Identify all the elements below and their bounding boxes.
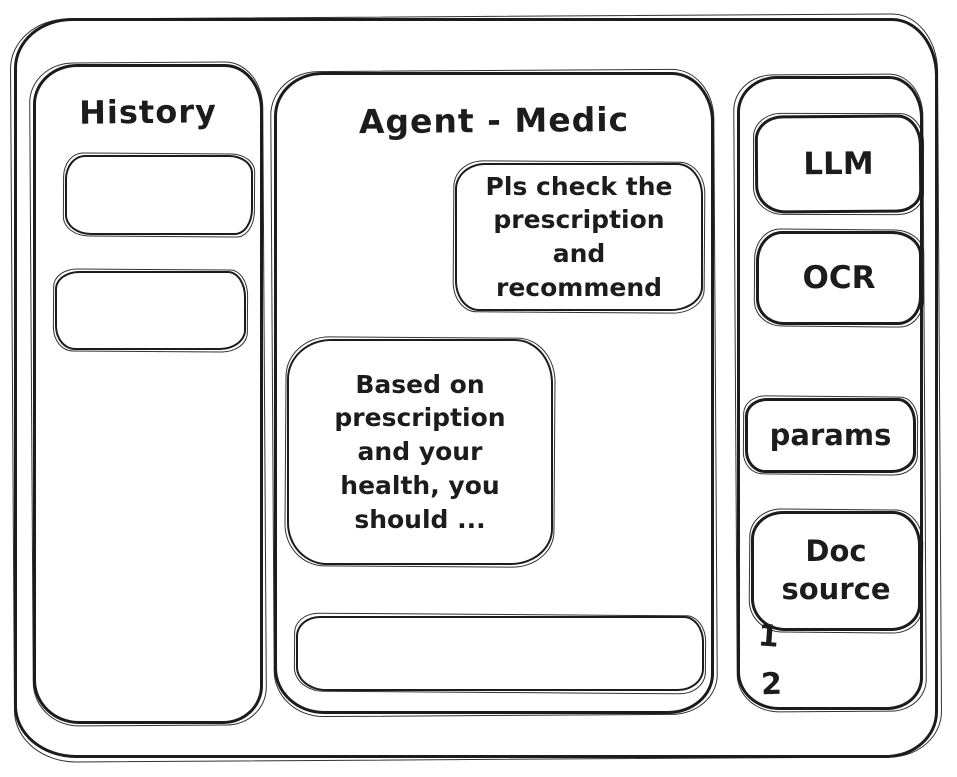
assistant-message-bubble: Based on prescription and your health, y…	[287, 339, 553, 565]
ocr-button[interactable]: OCR	[756, 231, 922, 325]
chat-title: Agent - Medic	[358, 99, 630, 142]
doc-source-item-2[interactable]: 2	[760, 666, 783, 703]
message-input[interactable]	[312, 622, 688, 685]
params-button[interactable]: params	[745, 398, 916, 473]
history-title: History	[78, 92, 218, 132]
tools-panel: LLM OCR params Doc source 1 2	[737, 76, 923, 710]
chat-panel: Agent - Medic Pls check the prescription…	[274, 72, 714, 714]
llm-button[interactable]: LLM	[754, 114, 923, 214]
user-message-bubble: Pls check the prescription and recommend	[455, 163, 703, 311]
message-input-box[interactable]	[296, 616, 704, 691]
doc-source-item-1[interactable]: 1	[756, 618, 781, 655]
history-item[interactable]	[55, 271, 246, 350]
history-panel: History	[33, 64, 263, 724]
doc-source-button[interactable]: Doc source	[751, 511, 921, 631]
history-item[interactable]	[65, 155, 253, 235]
